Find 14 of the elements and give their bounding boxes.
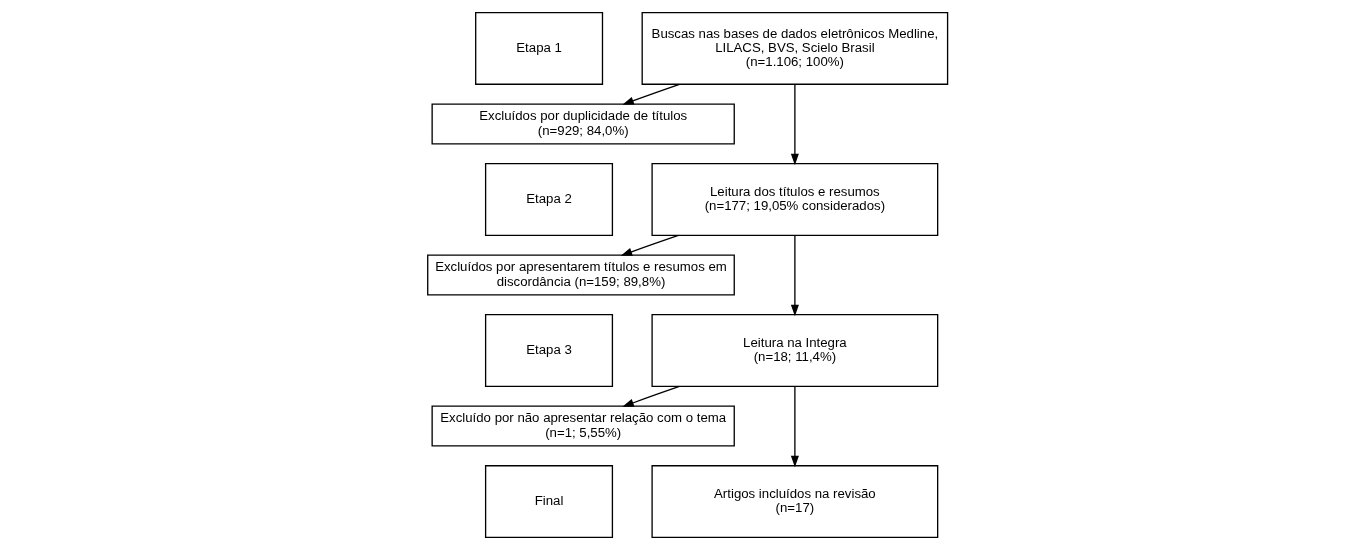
- node-box: Etapa 2: [484, 163, 613, 236]
- node-box: Leitura dos títulos e resumos (n=177; 19,05% considerados): [650, 163, 938, 236]
- node-box: Excluído por não apresentar relação com o tema (n=1; 5,55%): [430, 405, 735, 447]
- node-box: Excluídos por apresentarem títulos e resumos em discordância (n=159; 89,8%): [426, 254, 735, 296]
- arrow: [790, 234, 799, 317]
- arrow: [790, 385, 799, 468]
- node-box: Excluídos por duplicidade de títulos (n=929; 84,0%): [430, 103, 735, 145]
- node-box: Artigos incluídos na revisão (n=17): [650, 465, 938, 539]
- node-box: Leitura na Integra (n=18; 11,4%): [650, 314, 938, 388]
- arrow: [790, 83, 799, 166]
- node-box: Etapa 1: [474, 11, 603, 85]
- node-box: Buscas nas bases de dados eletrônicos Medline, LILACS, BVS, Scielo Brasil (n=1.106; 100%): [641, 11, 948, 85]
- node-box: Etapa 3: [484, 314, 613, 388]
- node-box: Final: [484, 465, 613, 539]
